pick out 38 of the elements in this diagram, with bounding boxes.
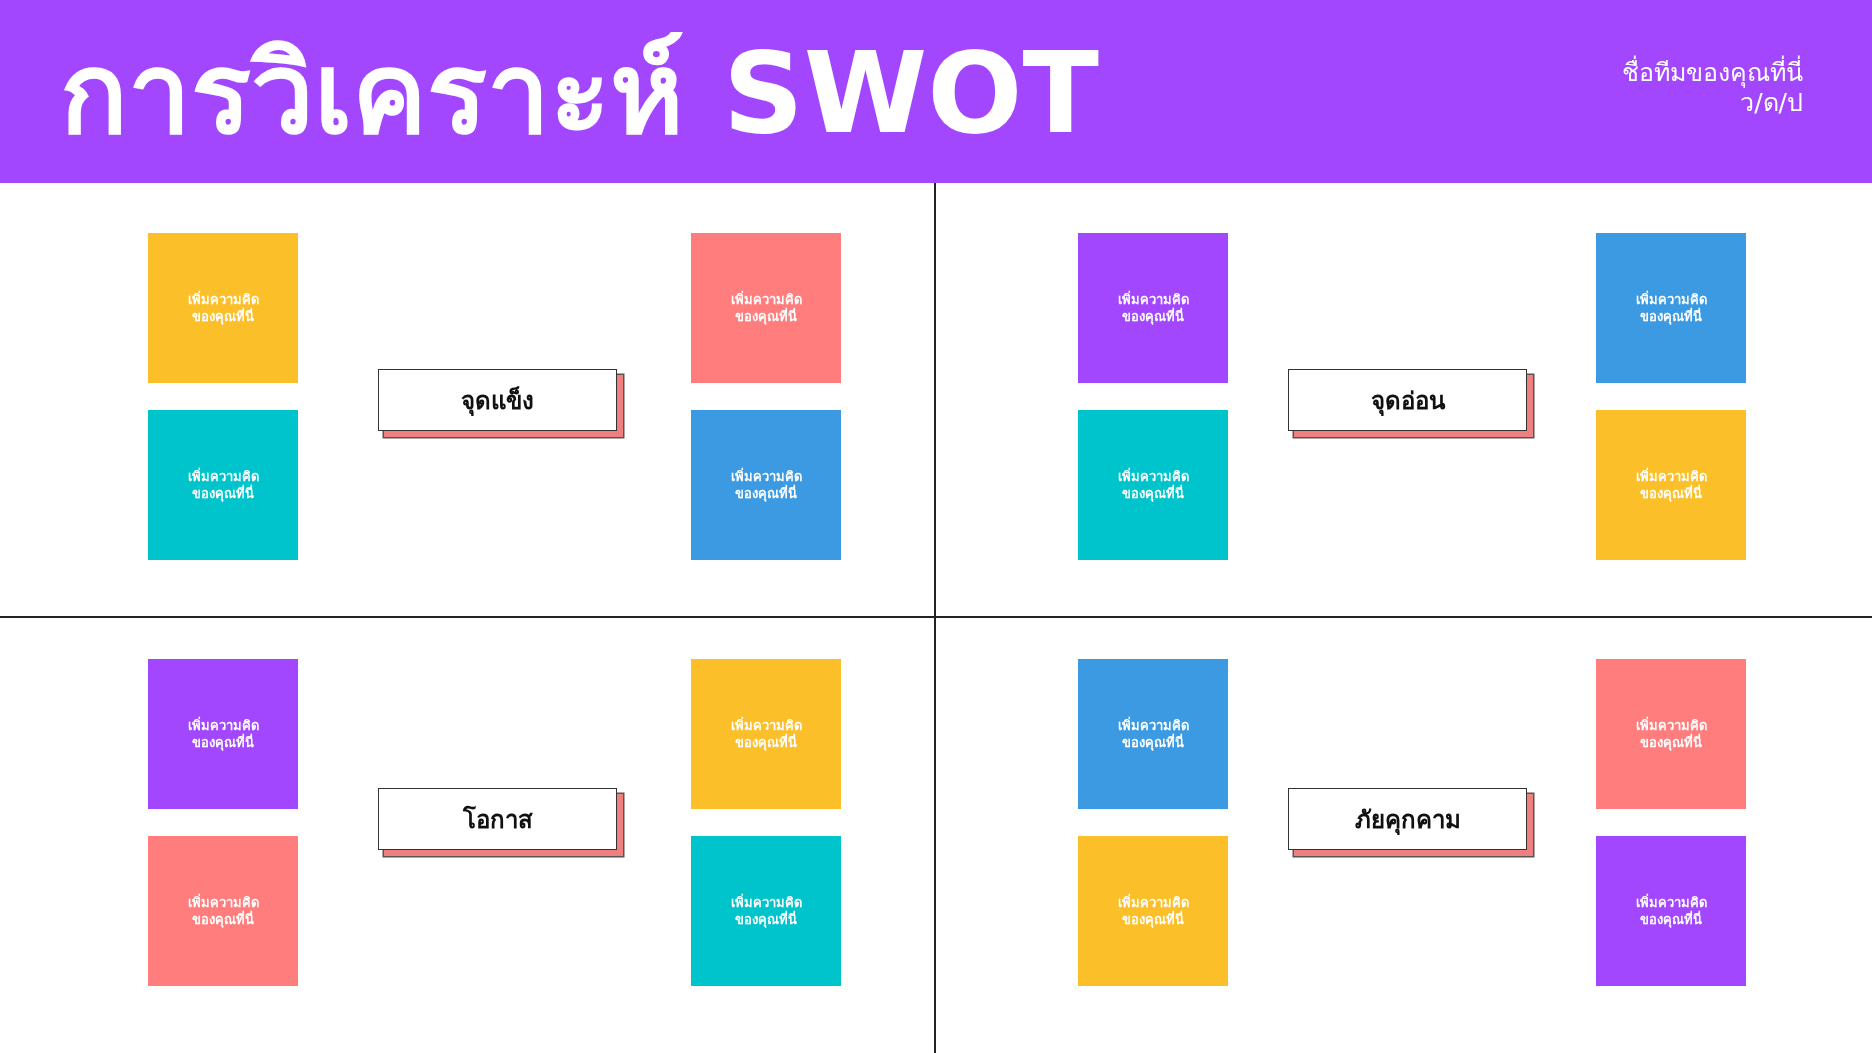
quadrant-heading: ภัยคุกคาม: [1354, 804, 1461, 837]
note-text: เพิ่มความคิดของคุณที่นี่: [729, 894, 803, 928]
quadrant-heading: จุดแข็ง: [461, 385, 534, 418]
sticky-note: [1078, 836, 1228, 986]
title: การวิเคราะห์ SWOT: [60, 27, 1099, 160]
sticky-note: [148, 410, 298, 560]
note-text: เพิ่มความคิดของคุณที่นี่: [729, 717, 803, 751]
note-text: เพิ่มความคิดของคุณที่นี่: [729, 291, 803, 325]
sticky-note: [148, 659, 298, 809]
note-text: เพิ่มความคิดของคุณที่นี่: [1634, 894, 1708, 928]
sticky-note: [148, 836, 298, 986]
note-text: เพิ่มความคิดของคุณที่นี่: [1116, 291, 1190, 325]
note-text: เพิ่มความคิดของคุณที่นี่: [186, 468, 260, 502]
date-text: ว/ด/ป: [1740, 88, 1803, 118]
sticky-note: [1596, 659, 1746, 809]
note-text: เพิ่มความคิดของคุณที่นี่: [1116, 894, 1190, 928]
note-text: เพิ่มความคิดของคุณที่นี่: [186, 717, 260, 751]
note-text: เพิ่มความคิดของคุณที่นี่: [186, 291, 260, 325]
sticky-note: [691, 410, 841, 560]
note-text: เพิ่มความคิดของคุณที่นี่: [1116, 717, 1190, 751]
sticky-note: [691, 233, 841, 383]
sticky-note: [691, 836, 841, 986]
note-text: เพิ่มความคิดของคุณที่นี่: [729, 468, 803, 502]
note-text: เพิ่มความคิดของคุณที่นี่: [186, 894, 260, 928]
sticky-note: [691, 659, 841, 809]
note-text: เพิ่มความคิดของคุณที่นี่: [1634, 291, 1708, 325]
note-text: เพิ่มความคิดของคุณที่นี่: [1634, 468, 1708, 502]
sticky-note: [1596, 836, 1746, 986]
note-text: เพิ่มความคิดของคุณที่นี่: [1634, 717, 1708, 751]
sticky-note: [148, 233, 298, 383]
quadrant-heading: จุดอ่อน: [1370, 385, 1445, 418]
sticky-note: [1078, 410, 1228, 560]
sticky-note: [1596, 233, 1746, 383]
quadrant-heading: โอกาส: [462, 804, 533, 836]
sticky-note: [1596, 410, 1746, 560]
sticky-note: [1078, 233, 1228, 383]
note-text: เพิ่มความคิดของคุณที่นี่: [1116, 468, 1190, 502]
sticky-note: [1078, 659, 1228, 809]
